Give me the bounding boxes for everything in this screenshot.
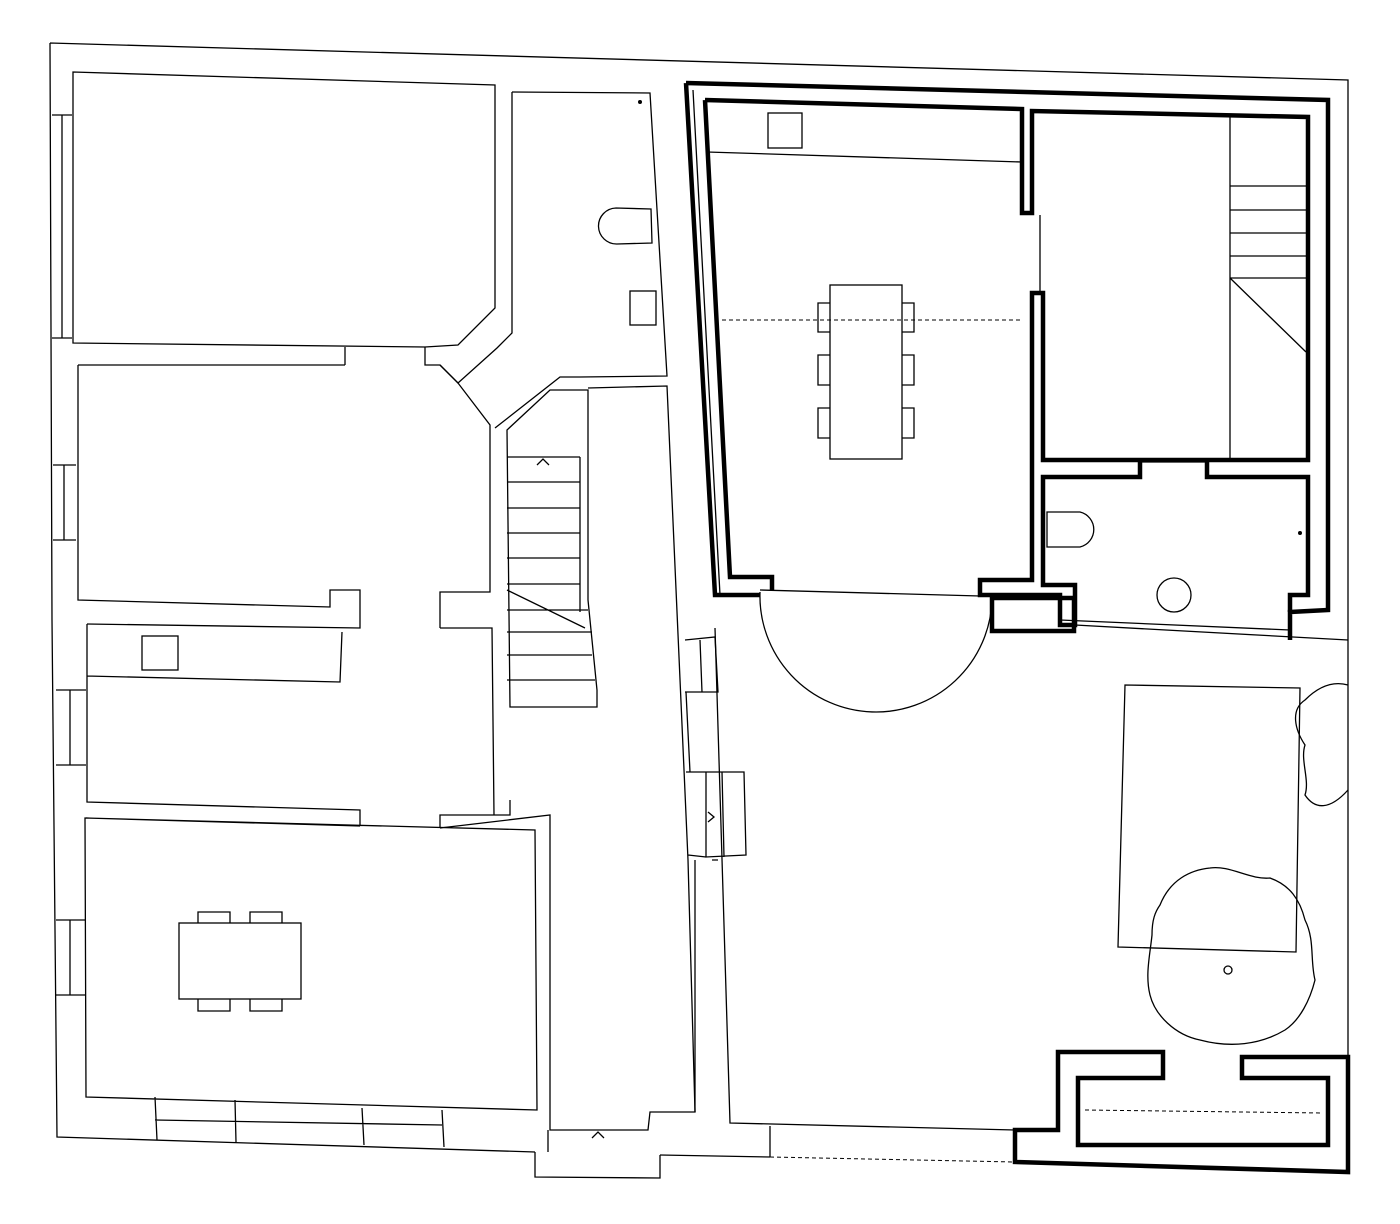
chairs-new — [817, 302, 915, 439]
doorstep — [989, 595, 1077, 634]
pergola — [1117, 684, 1301, 953]
toilet-middle — [597, 207, 653, 245]
new-building-inner-wall — [702, 97, 1311, 628]
door-swing-arc — [759, 591, 993, 713]
cabinet-new — [767, 112, 803, 149]
new-building-outer-wall — [683, 80, 1331, 640]
room-third-left — [86, 624, 511, 828]
basin — [629, 290, 657, 326]
outer-boundary — [49, 42, 1349, 1162]
entrance-step — [534, 1130, 661, 1179]
bathroom-middle — [494, 91, 668, 429]
courtyard — [712, 624, 1349, 1157]
dining-table-left — [178, 922, 302, 1000]
staircase-new — [1229, 117, 1307, 460]
tree-small — [1294, 683, 1349, 807]
cabinet — [141, 635, 179, 671]
staircase — [506, 389, 598, 708]
corridor — [587, 385, 747, 1113]
shower-drain — [1156, 577, 1192, 613]
drain-icon — [1298, 531, 1302, 535]
planter-bottom-right — [1012, 1049, 1351, 1175]
toilet-new — [1046, 511, 1095, 548]
chairs-left — [197, 911, 283, 1012]
new-building-thin-lines — [692, 89, 1291, 631]
planter-dashed — [1084, 1109, 1323, 1114]
tree-large — [1147, 866, 1316, 1045]
dining-table-new — [829, 284, 903, 460]
post — [1223, 965, 1233, 975]
room-dining-left — [84, 814, 696, 1148]
courtyard-edge-dashed — [769, 1156, 1016, 1163]
drain-icon — [638, 100, 642, 104]
room-second-left — [77, 364, 491, 629]
left-windows — [52, 114, 86, 996]
room-top-left — [72, 71, 513, 384]
